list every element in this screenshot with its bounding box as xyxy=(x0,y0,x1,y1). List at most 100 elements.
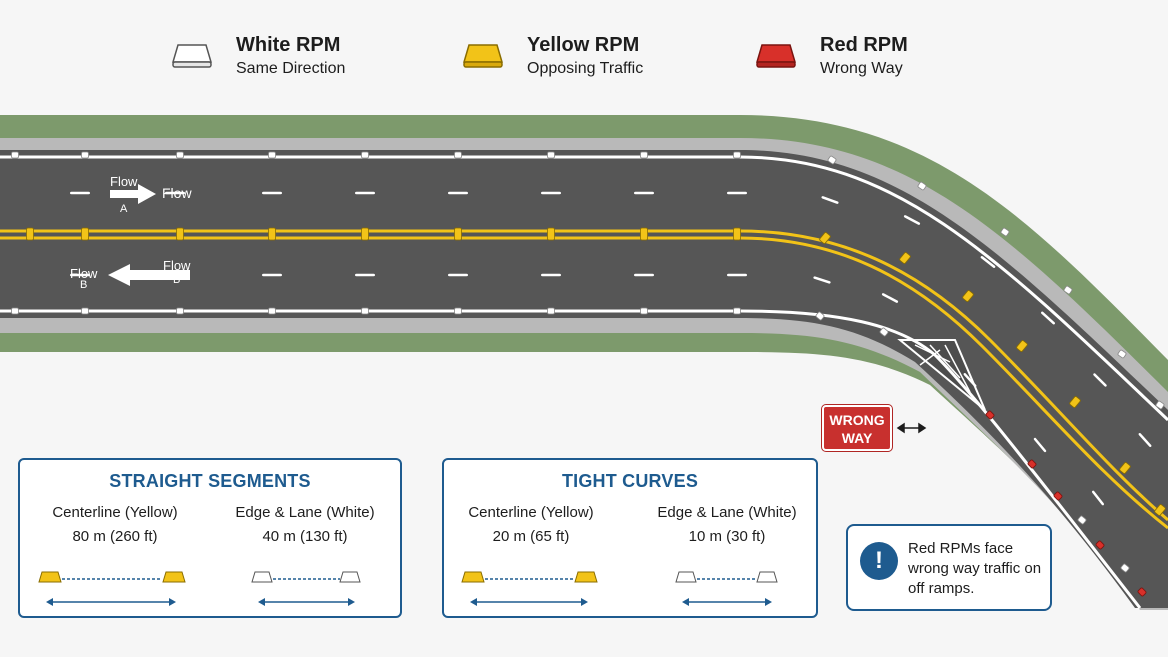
centerline-yellow-2 xyxy=(0,236,1168,530)
white-rpm xyxy=(917,181,927,191)
centerline-label: Centerline (Yellow) xyxy=(468,504,594,521)
spacing-illustration xyxy=(461,571,778,606)
white-rpm xyxy=(879,327,889,337)
white-rpm xyxy=(268,307,276,315)
white-rpm xyxy=(361,151,369,159)
centerline-spacing: 80 m (260 ft) xyxy=(72,528,158,545)
lane-dash xyxy=(903,215,921,225)
legend-title: Yellow RPM xyxy=(527,34,640,56)
centerline-column: Centerline (Yellow) 80 m (260 ft) xyxy=(30,504,200,545)
lane-dash xyxy=(70,273,90,277)
legend-subtitle: Same Direction xyxy=(236,60,346,77)
lane-dash xyxy=(634,191,654,195)
yellow-rpm xyxy=(819,232,831,244)
white-rpm xyxy=(454,151,462,159)
white-spacing-diagram xyxy=(675,571,778,606)
lane-dash xyxy=(963,373,977,387)
legend-subtitle: Opposing Traffic xyxy=(527,60,644,77)
white-rpm xyxy=(176,307,184,315)
tight-curves-panel: TIGHT CURVES Centerline (Yellow) 20 m (6… xyxy=(442,458,818,618)
white-rpm xyxy=(1000,227,1010,237)
white-rpm xyxy=(176,151,184,159)
centerline-spacing: 20 m (65 ft) xyxy=(492,528,570,545)
edge-lane-column: Edge & Lane (White) 40 m (130 ft) xyxy=(220,504,390,545)
white-rpm xyxy=(11,307,19,315)
flow-arrow-right xyxy=(110,184,156,204)
lane-dash xyxy=(727,191,747,195)
flow-arrow-left xyxy=(108,264,190,286)
yellow-rpm xyxy=(454,227,462,241)
lane-dash xyxy=(1041,311,1055,325)
lane-dash xyxy=(1093,373,1107,387)
white-rpm xyxy=(81,307,89,315)
edge-lane-label: Edge & Lane (White) xyxy=(235,504,375,521)
legend-subtitle: Wrong Way xyxy=(820,60,903,77)
lane-dash xyxy=(448,273,468,277)
lane-dash xyxy=(881,293,899,303)
ramp-gore xyxy=(897,339,986,411)
white-rpm xyxy=(640,307,648,315)
edge-lane-spacing: 10 m (30 ft) xyxy=(688,528,766,545)
white-rpm xyxy=(268,151,276,159)
yellow-rpm xyxy=(176,227,184,241)
lane-dash xyxy=(1033,437,1047,453)
yellow-rpm xyxy=(1016,340,1028,352)
edge-lane-label: Edge & Lane (White) xyxy=(657,504,797,521)
lane-dash xyxy=(448,191,468,195)
edge-lane-column: Edge & Lane (White) 10 m (30 ft) xyxy=(642,504,812,545)
centerline-label: Centerline (Yellow) xyxy=(52,504,178,521)
yellow-rpm xyxy=(1119,462,1131,474)
white-rpm xyxy=(1063,285,1073,295)
red-rpm xyxy=(1027,459,1037,469)
red-rpm xyxy=(1095,540,1105,550)
flow-a-sub: A xyxy=(120,203,128,215)
white-rpm xyxy=(827,155,837,165)
white-rpm xyxy=(1120,563,1130,573)
yellow-spacing-diagram xyxy=(38,571,186,606)
legend-title: Red RPM xyxy=(820,34,908,56)
flow-b-label: Flow xyxy=(70,266,98,281)
lane-dash xyxy=(262,273,282,277)
white-rpm xyxy=(815,311,825,321)
info-note: ! Red RPMs face wrong way traffic on off… xyxy=(846,524,1052,611)
sign-line-2: WAY xyxy=(841,430,873,446)
white-rpm-markers xyxy=(11,151,1165,573)
white-rpm xyxy=(547,151,555,159)
yellow-rpm xyxy=(547,227,555,241)
yellow-rpm xyxy=(733,227,741,241)
white-rpm xyxy=(1155,400,1165,410)
lane-dash xyxy=(980,256,996,268)
red-rpm xyxy=(1137,587,1147,597)
white-rpm xyxy=(733,307,741,315)
lane-dash xyxy=(813,276,831,284)
flow-a-right-label: Flow xyxy=(162,185,192,201)
white-rpm xyxy=(11,151,19,159)
white-rpm xyxy=(640,151,648,159)
flow-a-label: Flow xyxy=(110,174,138,189)
exclamation-icon: ! xyxy=(860,542,898,580)
red-rpm xyxy=(1053,491,1063,501)
flow-b-left-label: Flow xyxy=(163,258,191,273)
yellow-rpm xyxy=(26,227,34,241)
yellow-rpm-markers xyxy=(26,227,1166,516)
yellow-rpm xyxy=(81,227,89,241)
lane-dash xyxy=(1092,490,1104,506)
yellow-rpm xyxy=(640,227,648,241)
red-rpm-icon xyxy=(756,44,796,68)
yellow-rpm xyxy=(268,227,276,241)
top-edge-line xyxy=(0,155,1168,422)
white-rpm-icon xyxy=(172,44,212,68)
yellow-rpm xyxy=(361,227,369,241)
yellow-spacing-diagram xyxy=(461,571,598,606)
lane-dash xyxy=(541,191,561,195)
spacing-illustration xyxy=(38,571,361,606)
centerline-column: Centerline (Yellow) 20 m (65 ft) xyxy=(446,504,616,545)
lane-dash xyxy=(262,191,282,195)
lane-dash xyxy=(541,273,561,277)
yellow-rpm-icon xyxy=(463,44,503,68)
white-rpm xyxy=(1077,515,1087,525)
lane-dashes xyxy=(70,191,1152,506)
straight-segments-panel: STRAIGHT SEGMENTS Centerline (Yellow) 80… xyxy=(18,458,402,618)
lane-dash xyxy=(70,191,90,195)
